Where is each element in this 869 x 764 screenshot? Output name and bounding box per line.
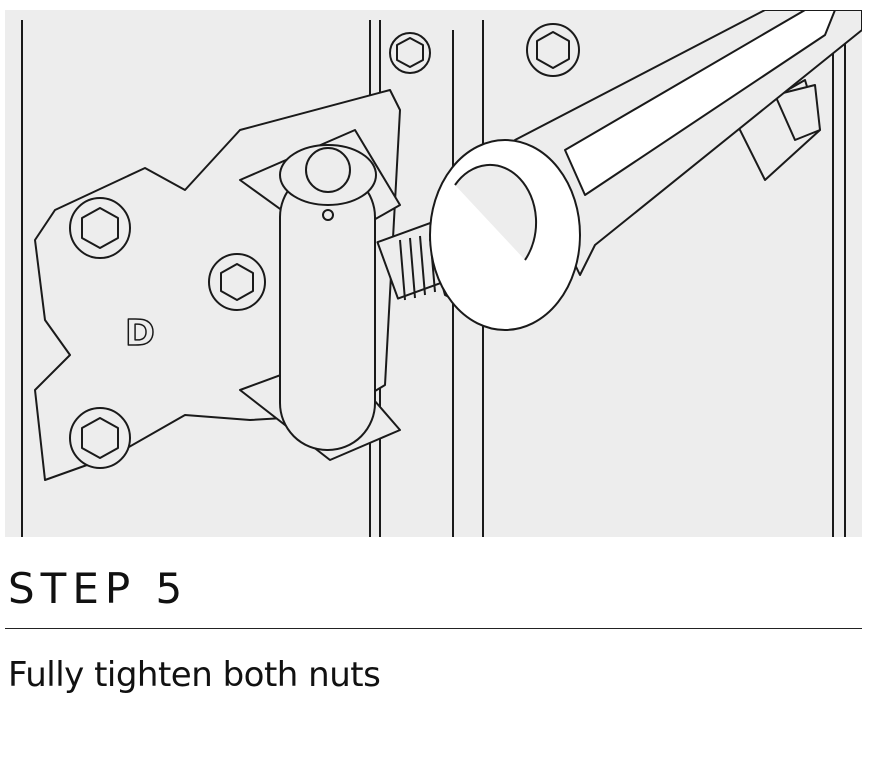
step-title: STEP 5 [8,564,189,613]
divider [5,628,862,629]
logo-letter: D [125,313,155,354]
hinge-tighten-drawing: D [21,10,862,537]
hinge-barrel [239,129,401,461]
plate-bolts [69,23,580,469]
wrench[interactable] [429,10,862,331]
step-instruction: Fully tighten both nuts [8,655,381,695]
step-illustration: D [5,10,862,537]
